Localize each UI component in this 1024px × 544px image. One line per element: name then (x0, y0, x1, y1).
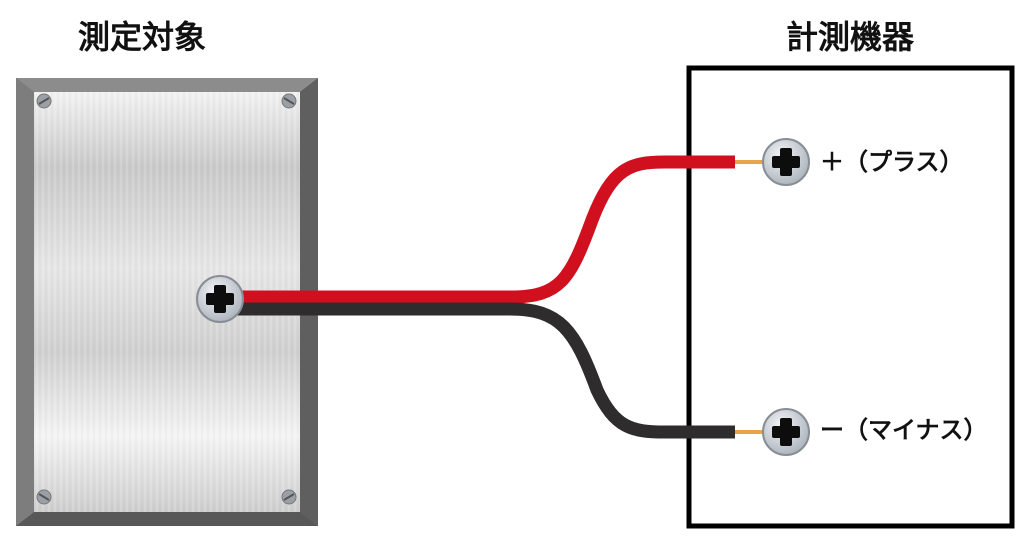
minus-terminal-label: ー（マイナス） (820, 416, 988, 444)
phillips-screw-icon (196, 275, 244, 323)
measurement-target-title: 測定対象 (78, 18, 207, 56)
instrument-box (686, 65, 1015, 529)
plus-terminal-label: ＋（プラス） (820, 148, 964, 176)
phillips-screw-icon (762, 138, 810, 186)
flat-screw-icon (36, 93, 52, 109)
phillips-screw-icon (762, 408, 810, 456)
flat-screw-icon (281, 93, 297, 109)
flat-screw-icon (281, 489, 297, 505)
negative-wire (232, 302, 735, 439)
metal-plate (16, 78, 318, 526)
positive-wire (232, 155, 735, 304)
measuring-instrument-title: 計測機器 (786, 18, 915, 56)
flat-screw-icon (36, 489, 52, 505)
